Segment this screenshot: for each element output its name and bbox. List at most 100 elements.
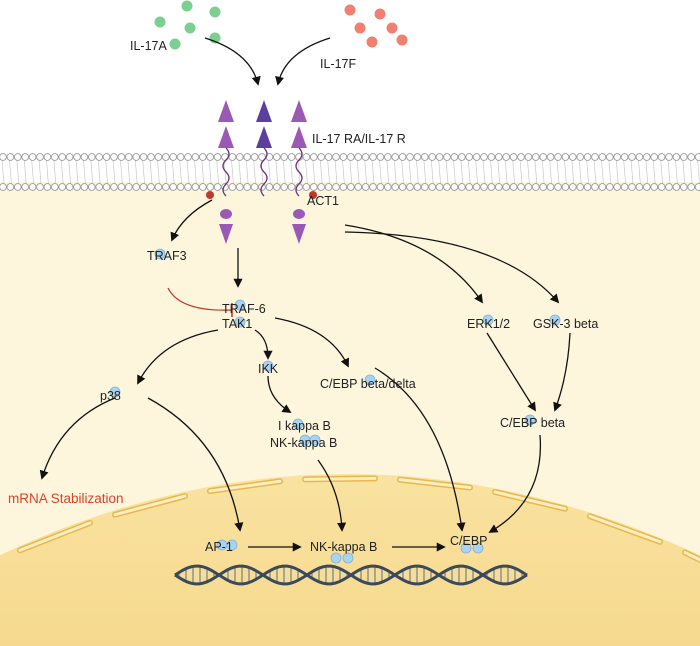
lipid-head	[509, 183, 518, 191]
lipid-head	[443, 183, 451, 191]
label-nfkb-cyto: NK-kappa B	[270, 436, 338, 450]
lipid-tail	[504, 158, 508, 185]
lipid-tail	[490, 158, 493, 185]
lipid-head	[376, 153, 385, 161]
label-il17a: IL-17A	[130, 39, 167, 53]
il17f-ligand	[374, 8, 386, 20]
lipid-head	[687, 183, 696, 191]
lipid-head	[332, 153, 340, 161]
lipid-head	[280, 153, 289, 161]
lipid-head	[383, 153, 392, 161]
il17a-ligand	[154, 16, 166, 28]
lipid-head	[87, 153, 96, 161]
lipid-tail	[408, 158, 412, 185]
lipid-tail	[305, 158, 308, 185]
lipid-tail	[245, 158, 249, 185]
label-ikk: IKK	[258, 362, 279, 376]
lipid-tail	[290, 158, 293, 185]
il17f-ligand	[344, 4, 356, 16]
lipid-tail	[364, 158, 367, 185]
lipid-tail	[327, 158, 330, 185]
membrane-core	[0, 162, 700, 182]
arrow-erk-cebpbeta	[486, 332, 536, 412]
lipid-head	[169, 183, 178, 191]
receptor-domain	[256, 126, 272, 148]
lipid-head	[184, 183, 192, 191]
ligand-group	[154, 0, 408, 50]
lipid-head	[406, 183, 414, 191]
lipid-tail	[253, 158, 256, 185]
label-cebp-beta-delta: C/EBP beta/delta	[320, 377, 416, 391]
lipid-head	[228, 183, 237, 191]
lipid-head	[102, 183, 111, 191]
lipid-head	[583, 183, 592, 191]
lipid-tail	[371, 158, 375, 185]
lipid-head	[139, 183, 148, 191]
nuclear-pore-segment	[493, 490, 567, 511]
lipid-head	[139, 153, 148, 161]
lipid-head	[642, 153, 651, 161]
arrow-tak1-ikk	[254, 329, 273, 360]
transmembrane-helix	[295, 147, 303, 197]
lipid-tail	[9, 158, 12, 185]
lipid-head	[243, 153, 252, 161]
phospho-circle	[309, 434, 321, 446]
lipid-tail	[216, 158, 219, 185]
arrow-p38-ap1	[147, 397, 244, 532]
phospho-circle	[226, 539, 238, 551]
lipid-head	[272, 183, 281, 191]
lipid-head	[6, 153, 15, 161]
arrow-tak1-cebp-bd	[274, 317, 349, 368]
label-mrna-stabilization: mRNA Stabilization	[8, 491, 124, 506]
lipid-head	[191, 153, 200, 161]
lipid-head	[561, 183, 570, 191]
lipid-head	[502, 183, 511, 191]
il17a-ligand	[169, 38, 181, 50]
lipid-head	[694, 153, 700, 161]
lipid-head	[198, 183, 207, 191]
label-traf6: TRAF-6	[222, 302, 266, 316]
lipid-head	[546, 183, 555, 191]
lipid-head	[665, 183, 673, 191]
lipid-head	[265, 183, 274, 191]
lipid-head	[642, 183, 651, 191]
lipid-head	[450, 153, 459, 161]
lipid-head	[679, 183, 688, 191]
lipid-head	[554, 153, 562, 161]
lipid-head	[117, 183, 126, 191]
lipid-tail	[697, 158, 700, 185]
lipid-tail	[675, 158, 678, 185]
lipid-head	[539, 183, 548, 191]
nuclear-pore-segment	[113, 494, 187, 517]
lipid-head	[317, 153, 326, 161]
label-act1: ACT1	[307, 194, 339, 208]
lipid-tail	[593, 158, 597, 185]
lipid-head	[117, 153, 126, 161]
lipid-head	[309, 153, 318, 161]
lipid-head	[80, 183, 89, 191]
lipid-head	[561, 153, 570, 161]
lipid-head	[613, 153, 622, 161]
label-nfkb-nucleus: NK-kappa B	[310, 540, 378, 554]
lipid-tail	[142, 158, 145, 185]
lipid-tail	[571, 158, 575, 185]
lipid-tail	[312, 158, 316, 185]
lipid-head	[435, 153, 444, 161]
arrow-gsk3-cebpbeta	[553, 332, 571, 412]
lipid-head	[191, 183, 200, 191]
arrow-act1-erk	[344, 224, 484, 304]
label-cebp-beta: C/EBP beta	[500, 416, 566, 430]
lipid-head	[147, 153, 155, 161]
lipid-tail	[356, 158, 360, 185]
lipid-tail	[541, 158, 545, 185]
lipid-head	[258, 153, 266, 161]
lipid-head	[539, 153, 548, 161]
lipid-head	[65, 153, 74, 161]
lipid-head	[435, 183, 444, 191]
arrow-ikk-ikappab	[267, 375, 292, 413]
lipid-head	[287, 183, 296, 191]
lipid-tail	[38, 158, 42, 185]
arrow-receptor-traf3	[170, 199, 213, 242]
lipid-head	[36, 183, 44, 191]
lipid-head	[50, 153, 59, 161]
